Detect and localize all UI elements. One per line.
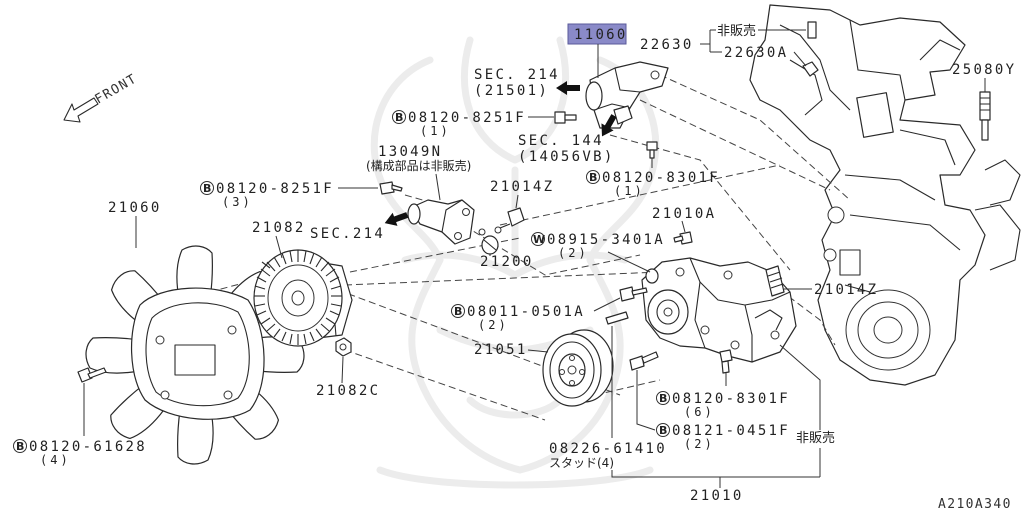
svg-text:B: B [16, 440, 24, 453]
svg-text:(3): (3) [222, 195, 253, 209]
label-bolt-08121-0451f[interactable]: B 08121-0451F (2) [636, 370, 790, 451]
svg-text:(2): (2) [684, 437, 715, 451]
svg-text:21082C: 21082C [316, 383, 380, 399]
svg-text:(2): (2) [558, 246, 589, 260]
svg-text:(1): (1) [614, 184, 645, 198]
svg-text:21051: 21051 [474, 342, 528, 358]
label-21010a[interactable]: 21010A [652, 206, 716, 233]
svg-text:B: B [659, 392, 667, 405]
callout-highlight [567, 23, 627, 45]
svg-text:(14056VB): (14056VB) [518, 149, 615, 165]
svg-text:B: B [659, 424, 667, 437]
sensor-25080y-drawing [979, 91, 991, 141]
label-22630[interactable]: 22630 非販売 22630A [640, 23, 807, 67]
water-outlet-drawing [585, 61, 669, 129]
not-sold-top: 非販売 [717, 23, 756, 39]
svg-text:B: B [203, 182, 211, 195]
svg-text:21014Z: 21014Z [814, 282, 878, 298]
svg-text:(2): (2) [478, 318, 509, 332]
svg-text:21200: 21200 [480, 254, 534, 270]
sec-144-arrow-icon [601, 114, 617, 137]
label-22630a: 22630A [724, 45, 788, 61]
label-sec-144[interactable]: SEC. 144 (14056VB) [518, 133, 615, 165]
label-bolt-08120-61628[interactable]: B 08120-61628 (4) [13, 383, 148, 467]
label-washer-bolt-08915-3401a[interactable]: W 08915-3401A (2) [531, 232, 666, 273]
svg-text:(4): (4) [40, 453, 71, 467]
bolt-icons [379, 21, 819, 374]
svg-text:21010A: 21010A [652, 206, 716, 222]
svg-text:21082: 21082 [252, 220, 306, 236]
svg-text:21010: 21010 [690, 488, 744, 504]
svg-text:W: W [533, 233, 545, 246]
drawing-number: A210A340 [938, 497, 1012, 511]
label-21051[interactable]: 21051 [474, 342, 549, 358]
svg-text:(21501): (21501) [474, 83, 549, 99]
svg-text:08120-8301F: 08120-8301F [672, 391, 790, 407]
label-21060[interactable]: 21060 [108, 200, 162, 248]
label-21082c[interactable]: 21082C [316, 356, 380, 399]
label-bolt-08120-8301f-top[interactable]: B 08120-8301F (1) [586, 158, 721, 198]
svg-text:SEC.214: SEC.214 [310, 226, 385, 242]
svg-text:非販売: 非販売 [796, 430, 835, 446]
svg-text:(1): (1) [420, 124, 451, 138]
label-21082[interactable]: 21082 [252, 220, 306, 259]
front-label: FRONT [93, 71, 140, 107]
fan-bolt-drawing [77, 367, 107, 383]
sec-214-left-arrow-icon [384, 212, 409, 226]
svg-text:SEC. 214: SEC. 214 [474, 67, 560, 83]
sec-214-top-arrow-icon [556, 81, 580, 95]
svg-text:08915-3401A: 08915-3401A [547, 232, 665, 248]
svg-text:SEC. 144: SEC. 144 [518, 133, 604, 149]
svg-text:22630: 22630 [640, 37, 694, 53]
label-not-sold-bottom[interactable]: 非販売 [779, 344, 835, 477]
thermostat-drawing [478, 228, 499, 255]
water-pump-drawing [641, 257, 797, 363]
svg-text:(構成部品は非販売): (構成部品は非販売) [366, 158, 471, 173]
svg-text:13049N: 13049N [378, 144, 442, 160]
svg-text:21014Z: 21014Z [490, 179, 554, 195]
label-bolt-08120-8251f-left[interactable]: B 08120-8251F (3) [200, 181, 379, 209]
svg-text:08120-61628: 08120-61628 [29, 439, 147, 455]
label-bolt-08120-8251f-top[interactable]: B 08120-8251F (1) [392, 110, 555, 138]
engine-block-drawing [749, 4, 1021, 386]
svg-text:08120-8251F: 08120-8251F [216, 181, 334, 197]
svg-text:21060: 21060 [108, 200, 162, 216]
label-bolt-08011-0501a[interactable]: B 08011-0501A (2) [451, 297, 621, 332]
svg-text:08120-8251F: 08120-8251F [408, 110, 526, 126]
sensor-21014z-right-drawing [765, 265, 785, 297]
svg-text:B: B [589, 171, 597, 184]
thermostat-housing-drawing [407, 199, 475, 245]
svg-text:08011-0501A: 08011-0501A [467, 304, 585, 320]
label-21014z-right[interactable]: 21014Z [784, 282, 878, 298]
svg-text:08121-0451F: 08121-0451F [672, 423, 790, 439]
nut-21082c-drawing [335, 337, 352, 357]
label-bolt-08120-8301f-bottom[interactable]: B 08120-8301F (6) [656, 373, 791, 419]
fan-coupling-drawing [253, 249, 353, 347]
callout-11060: 11060 [574, 27, 628, 43]
label-13049n[interactable]: 13049N (構成部品は非販売) [366, 144, 471, 201]
front-arrow-icon [63, 97, 99, 123]
svg-text:08226-61410: 08226-61410 [549, 441, 667, 457]
label-25080y[interactable]: 25080Y [952, 62, 1016, 92]
label-21014z-top[interactable]: 21014Z [490, 179, 554, 209]
svg-text:スタッド(4): スタッド(4) [549, 456, 614, 470]
svg-text:08120-8301F: 08120-8301F [602, 170, 720, 186]
label-stud-08226-61410[interactable]: 08226-61410 スタッド(4) [549, 326, 820, 478]
svg-text:(6): (6) [684, 405, 715, 419]
label-sec-214-left[interactable]: SEC.214 [310, 226, 385, 242]
label-sec-214-top[interactable]: SEC. 214 (21501) [474, 67, 560, 99]
svg-text:25080Y: 25080Y [952, 62, 1016, 78]
label-21010[interactable]: 21010 [690, 477, 744, 504]
svg-text:B: B [395, 111, 403, 124]
svg-text:B: B [454, 305, 462, 318]
label-21200[interactable]: 21200 [480, 254, 534, 270]
sensor-21014z-top-drawing [494, 207, 525, 234]
pulley-drawing [542, 329, 614, 407]
